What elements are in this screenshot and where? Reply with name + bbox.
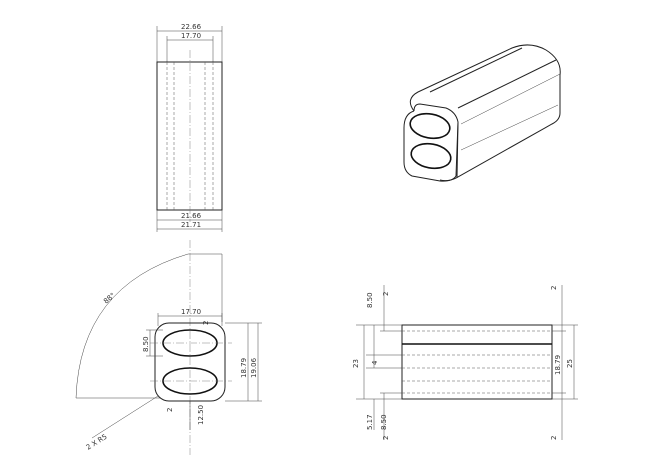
dim-top-2: 2 — [382, 292, 390, 296]
chamfer-leader — [91, 395, 159, 439]
dim-right-height-1: 18.79 — [554, 355, 562, 375]
dim-bottom-offset: 12.50 — [197, 405, 205, 425]
dim-total-height: 23 — [352, 359, 360, 368]
dim-right-top: 2 — [550, 286, 558, 290]
dim-gap: 4 — [371, 360, 379, 365]
dim-outer-width: 22.66 — [181, 23, 202, 31]
upper-hole — [409, 112, 451, 140]
side-outline — [401, 324, 553, 400]
side-view: 2 8.50 23 4 5.17 8.50 2 18.79 25 2 2 — [352, 285, 578, 440]
dim-angle: 88° — [102, 291, 117, 305]
dim-bottom-2: 8.50 — [380, 414, 388, 430]
dim-inner-width: 17.70 — [181, 32, 201, 40]
dim-right-height-2: 25 — [566, 359, 574, 368]
dim-hole-top: 8.50 — [366, 292, 374, 308]
dim-hole-height: 8.50 — [142, 336, 150, 352]
dim-bottom-1: 5.17 — [366, 414, 374, 430]
dim-bottom-width2: 21.71 — [181, 221, 201, 229]
top-view: 22.66 17.70 21.66 21.71 — [156, 23, 223, 232]
dim-bottom-r: 2 — [382, 436, 390, 440]
dim-height-1: 18.79 — [240, 358, 248, 378]
top-view-outline — [156, 61, 223, 211]
front-view: 88° 17.70 2 8.50 18.79 19.06 12.50 2 2 X… — [75, 240, 262, 455]
dim-corner: 2 — [166, 408, 174, 412]
isometric-view — [403, 44, 561, 182]
dim-bottom-width: 21.66 — [181, 212, 202, 220]
lower-hole — [410, 142, 452, 170]
angle-arc — [75, 253, 189, 399]
dim-chamfer: 2 X R5 — [85, 433, 109, 452]
dim-right-bottom: 2 — [550, 436, 558, 440]
dim-height-2: 19.06 — [250, 357, 258, 378]
dim-width: 17.70 — [181, 308, 201, 316]
